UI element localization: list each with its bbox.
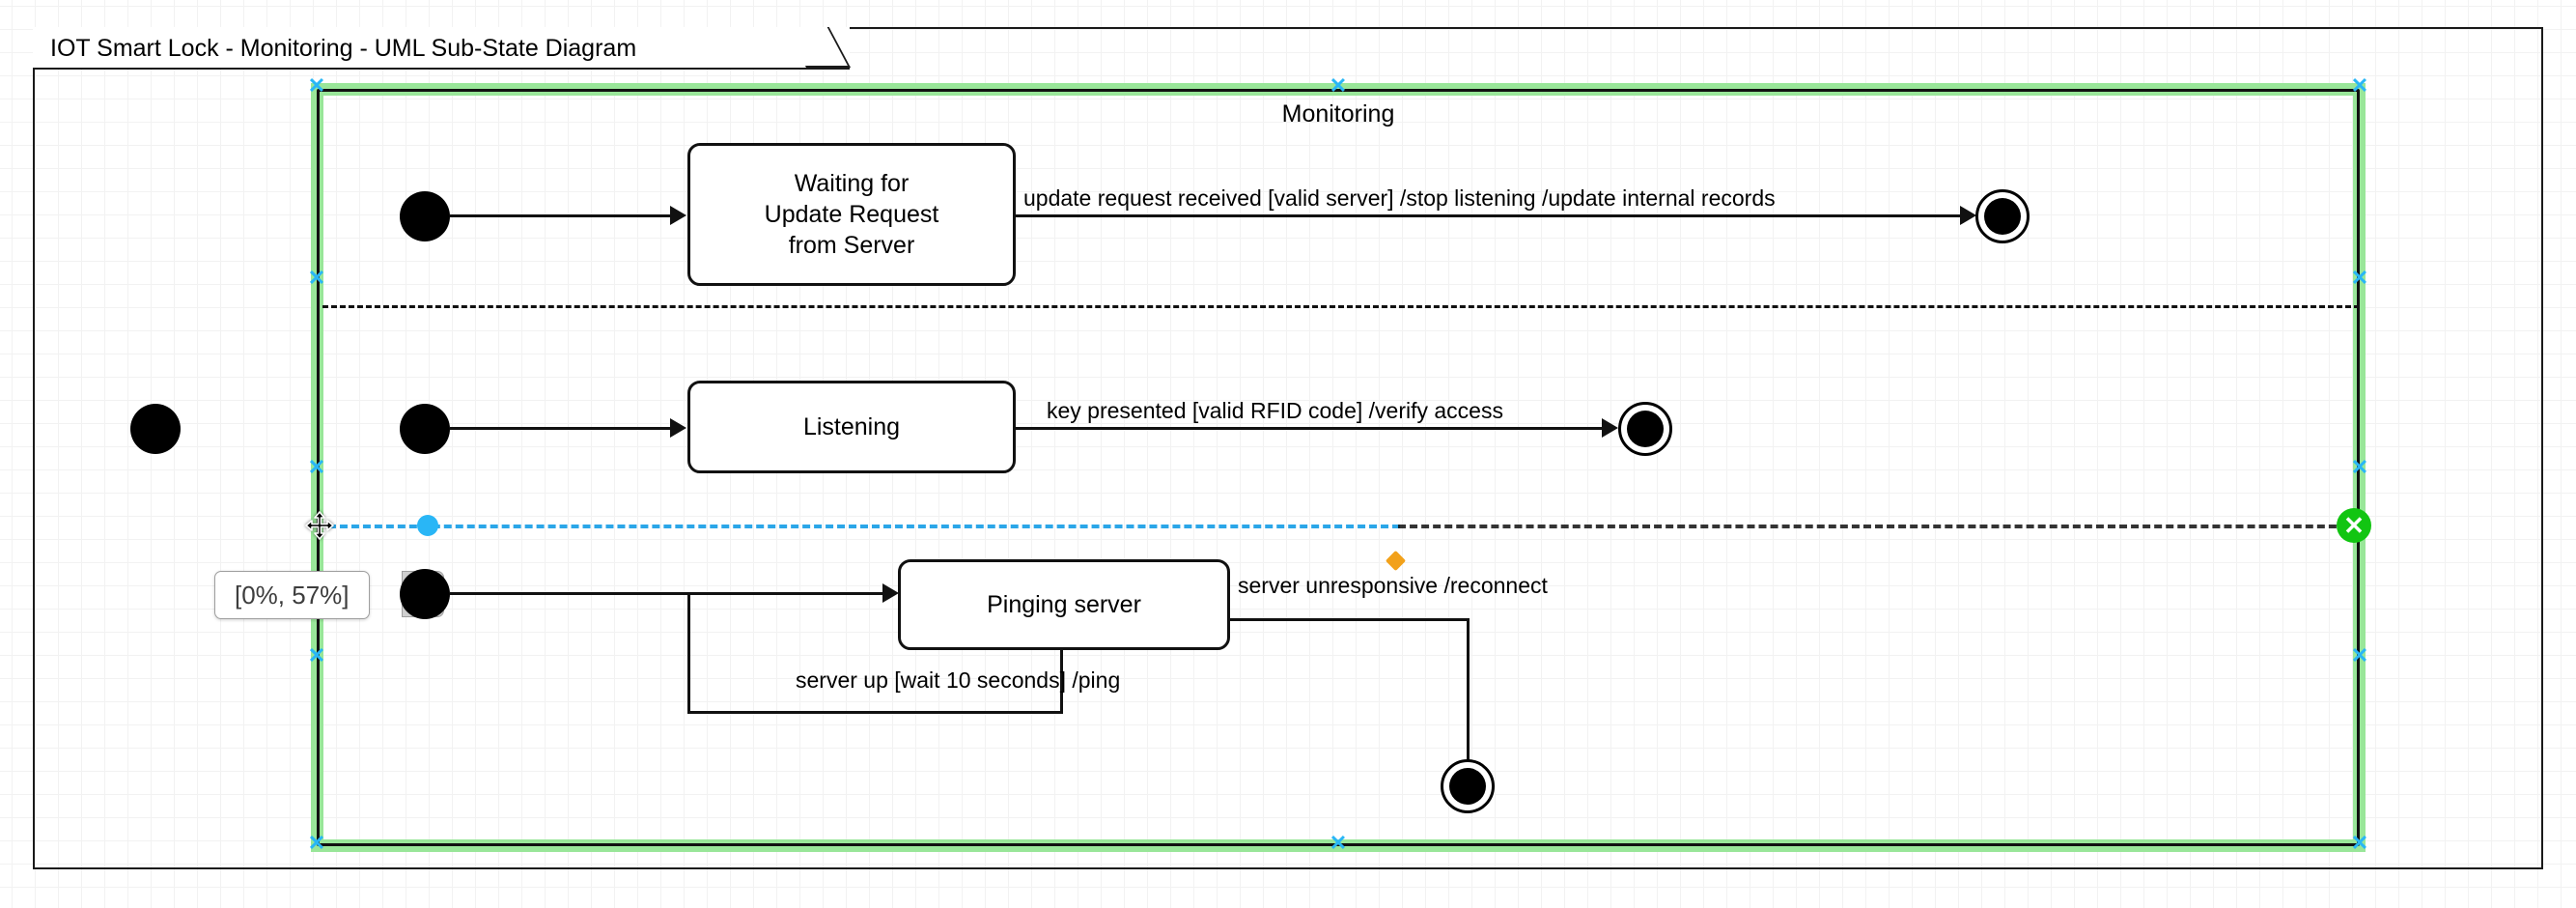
transition-label-server-up: server up [wait 10 seconds] /ping [796, 667, 1121, 693]
final-state-lane-2[interactable] [1618, 402, 1672, 456]
state-label-listening: Listening [802, 413, 901, 440]
initial-state-lane-1[interactable] [400, 191, 450, 241]
separator-original-line [1398, 525, 2360, 528]
resize-handle-left-upper[interactable]: ✕ [307, 266, 326, 290]
connector-initial-to-waiting[interactable] [450, 214, 672, 217]
connector-initial-to-pinging[interactable] [450, 592, 884, 595]
connector-initial-to-listening[interactable] [450, 427, 672, 430]
final-state-lane-1[interactable] [1975, 189, 2030, 243]
diagram-frame[interactable] [33, 27, 2543, 869]
drop-target-indicator: ✕ [2337, 508, 2371, 543]
initial-state-lane-2[interactable] [400, 404, 450, 454]
resize-handle-top-center[interactable]: ✕ [1329, 73, 1348, 98]
resize-handle-top-right[interactable]: ✕ [2350, 73, 2369, 98]
connector-serverup-down[interactable] [1060, 650, 1063, 714]
transition-label-key-presented: key presented [valid RFID code] /verify … [1047, 398, 1503, 423]
move-cursor-icon [305, 511, 334, 540]
page-title: IOT Smart Lock - Monitoring - UML Sub-St… [50, 35, 637, 62]
connector-unresponsive-right[interactable] [1230, 618, 1470, 621]
arrowhead-initial-to-listening [670, 418, 686, 438]
resize-handle-top-left[interactable]: ✕ [307, 73, 326, 98]
resize-handle-left-middle[interactable]: ✕ [307, 455, 326, 479]
final-state-lane-3[interactable] [1441, 759, 1495, 813]
resize-handle-bottom-right[interactable]: ✕ [2350, 831, 2369, 855]
state-listening[interactable]: Listening [687, 381, 1016, 473]
resize-handle-right-middle[interactable]: ✕ [2350, 455, 2369, 479]
connector-waiting-to-final-1[interactable] [1016, 214, 1967, 217]
separator-drag-preview-line [328, 525, 1400, 528]
arrowhead-listening-to-final-2 [1602, 418, 1618, 438]
composite-state-title: Monitoring [1281, 100, 1395, 128]
arrowhead-initial-to-pinging [882, 583, 899, 603]
transition-label-server-unresponsive: server unresponsive /reconnect [1238, 573, 1548, 598]
connector-serverup-left[interactable] [687, 711, 1063, 714]
resize-handle-left-lower[interactable]: ✕ [307, 643, 326, 667]
connector-unresponsive-down[interactable] [1467, 618, 1470, 768]
resize-handle-right-upper[interactable]: ✕ [2350, 266, 2369, 290]
initial-state-lane-3[interactable] [400, 569, 450, 619]
connector-serverup-up[interactable] [687, 592, 690, 714]
composite-state-monitoring[interactable] [317, 89, 2360, 846]
initial-state-outer[interactable] [130, 404, 181, 454]
separator-drag-handle[interactable] [417, 515, 438, 536]
arrowhead-waiting-to-final-1 [1960, 206, 1976, 225]
arrowhead-initial-to-waiting [670, 206, 686, 225]
state-waiting-for-update-request[interactable]: Waiting for Update Request from Server [687, 143, 1016, 286]
resize-handle-bottom-center[interactable]: ✕ [1329, 831, 1348, 855]
transition-label-update-request-received: update request received [valid server] /… [1023, 185, 1776, 211]
resize-handle-right-lower[interactable]: ✕ [2350, 643, 2369, 667]
lane-separator-1[interactable] [322, 305, 2360, 308]
resize-handle-bottom-left[interactable]: ✕ [307, 831, 326, 855]
frame-title-slant [784, 27, 851, 68]
frame-title-tab[interactable]: IOT Smart Lock - Monitoring - UML Sub-St… [33, 27, 851, 70]
state-label-pinging-server: Pinging server [987, 591, 1141, 618]
position-tooltip: [0%, 57%] [214, 571, 370, 619]
state-pinging-server[interactable]: Pinging server [898, 559, 1230, 650]
connector-listening-to-final-2[interactable] [1016, 427, 1609, 430]
state-label-waiting-for-update-request: Waiting for Update Request from Server [764, 170, 939, 259]
